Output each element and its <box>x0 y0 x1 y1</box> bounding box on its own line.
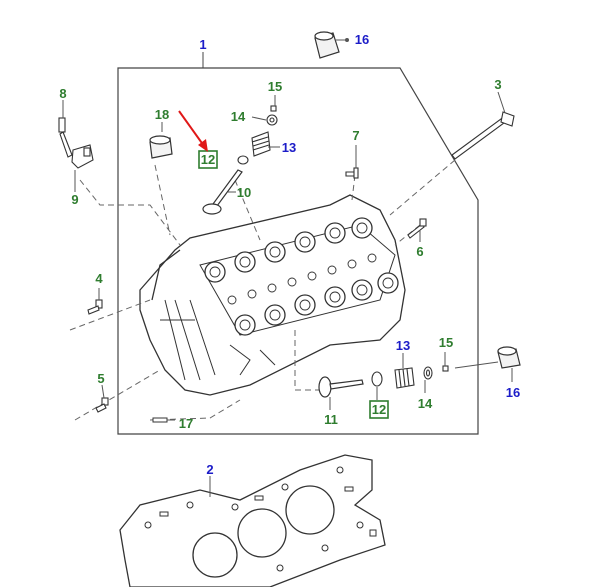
callout-15-bottom: 15 <box>439 335 453 350</box>
callout-16-top: 16 <box>355 32 369 47</box>
valve-seal-bottom <box>371 371 383 387</box>
callout-12-bottom: 12 <box>372 402 386 417</box>
bolt-5 <box>95 397 109 413</box>
callout-1: 1 <box>199 37 206 52</box>
callout-7: 7 <box>352 128 359 143</box>
callout-12-top: 12 <box>201 152 215 167</box>
callout-13-bottom: 13 <box>396 338 410 353</box>
callout-14-bottom: 14 <box>418 396 433 411</box>
callout-18: 18 <box>155 107 169 122</box>
highlight-box-12-bottom <box>369 400 389 419</box>
red-pointer-arrow <box>178 110 208 152</box>
bolt-7 <box>345 167 359 179</box>
assembly-frame <box>117 67 479 435</box>
highlight-box-12-top <box>198 150 218 169</box>
callout-13-top: 13 <box>282 140 296 155</box>
dowel-17 <box>152 417 168 423</box>
cylinder-head <box>139 194 406 396</box>
sensor-assembly <box>58 117 94 169</box>
valve-spring-top <box>251 131 271 157</box>
callout-9: 9 <box>71 192 78 207</box>
callout-17: 17 <box>179 416 193 431</box>
valve-top <box>202 169 243 215</box>
callout-15-top: 15 <box>268 79 282 94</box>
callout-10: 10 <box>237 185 251 200</box>
callout-6: 6 <box>416 244 423 259</box>
callout-2: 2 <box>206 462 213 477</box>
valve-seal-top <box>237 155 249 165</box>
callout-5: 5 <box>97 371 104 386</box>
callout-8: 8 <box>59 86 66 101</box>
bolt-6 <box>407 218 427 239</box>
valve-keeper-bottom <box>423 365 449 380</box>
callout-16-bottom: 16 <box>506 385 520 400</box>
callout-4: 4 <box>95 271 103 286</box>
cylinder-head-bolt <box>451 111 515 160</box>
valve-keeper-top <box>266 105 278 126</box>
callout-14-top: 14 <box>231 109 246 124</box>
tappet <box>149 135 173 159</box>
valve-spring-bottom <box>394 367 415 389</box>
bolt-4 <box>87 299 103 315</box>
callout-3: 3 <box>494 77 501 92</box>
callout-11: 11 <box>324 412 338 427</box>
valve-cap-top <box>314 31 340 59</box>
head-gasket <box>119 454 386 587</box>
dashed-leaders <box>69 159 456 421</box>
valve-cap-bottom <box>497 346 521 369</box>
valve-bottom <box>318 376 364 398</box>
